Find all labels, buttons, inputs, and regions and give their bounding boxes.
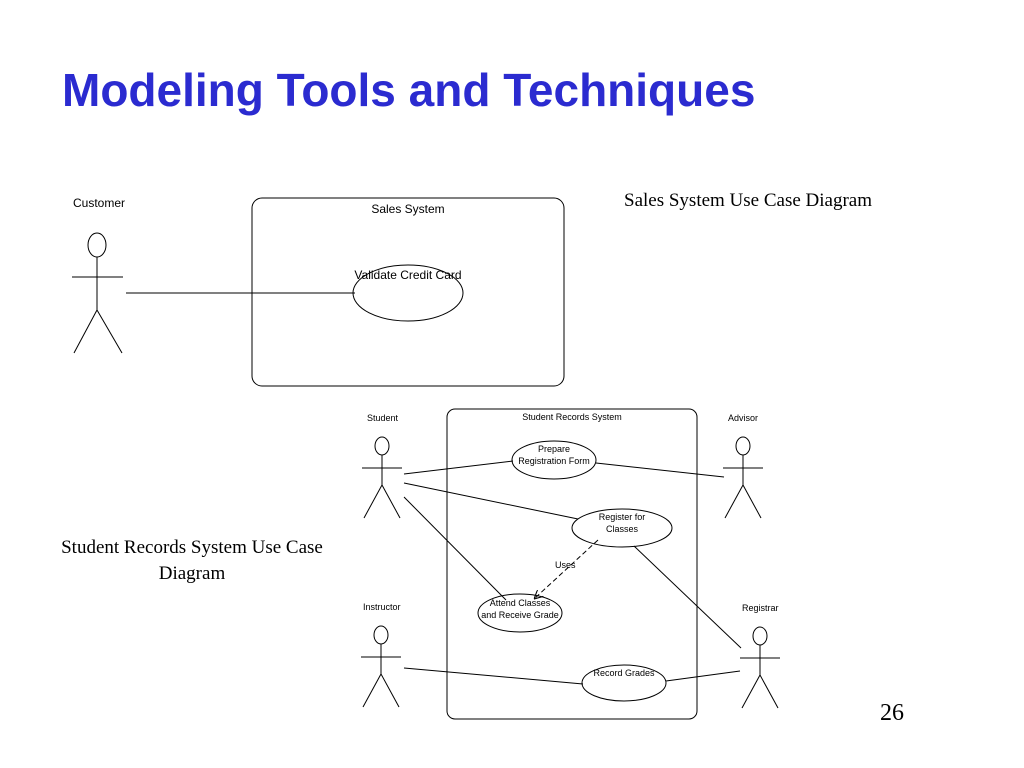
use-case-label-attend-line2: and Receive Grade: [481, 610, 559, 620]
actor-advisor: [723, 436, 763, 519]
association-student-prepare: [403, 460, 514, 475]
student-records-system-boundary: [446, 408, 698, 720]
sales-system-boundary: [251, 197, 565, 387]
use-case-prepare-registration-form: [511, 440, 597, 480]
student-diagram-caption: Student Records System Use Case Diagram: [61, 537, 323, 584]
association-registrar-register: [633, 545, 742, 649]
slide-title: Modeling Tools and Techniques: [62, 64, 756, 116]
student-records-use-case-diagram: Student Records System Student Advisor I…: [361, 408, 780, 720]
sales-use-case-diagram: Customer Sales System Validate Credit Ca…: [72, 196, 565, 387]
use-case-label-register-line2: Classes: [606, 524, 639, 534]
uses-dependency-arrow: [534, 539, 599, 599]
actor-registrar: [740, 626, 780, 709]
actor-label-customer: Customer: [73, 196, 125, 210]
actor-label-advisor: Advisor: [728, 413, 758, 423]
actor-label-registrar: Registrar: [742, 603, 779, 613]
use-case-label-prepare-line1: Prepare: [538, 444, 570, 454]
sales-diagram-caption: Sales System Use Case Diagram: [624, 190, 873, 211]
uses-label: Uses: [555, 560, 576, 570]
association-instructor-record: [403, 667, 584, 685]
actor-student: [362, 436, 402, 519]
use-case-attend-classes: [477, 593, 563, 633]
use-case-register-for-classes: [571, 508, 673, 548]
use-case-label-attend-line1: Attend Classes: [490, 598, 551, 608]
actor-label-instructor: Instructor: [363, 602, 401, 612]
use-case-label-register-line1: Register for: [599, 512, 646, 522]
use-case-label-record: Record Grades: [593, 668, 655, 678]
page-number: 26: [880, 700, 904, 726]
use-case-label-prepare-line2: Registration Form: [518, 456, 590, 466]
use-case-validate-credit-card: [352, 264, 464, 322]
use-case-label: Validate Credit Card: [354, 268, 461, 282]
association-student-attend: [403, 496, 507, 601]
student-records-system-label: Student Records System: [522, 412, 622, 422]
actor-customer: [72, 232, 123, 354]
association-student-register: [403, 482, 579, 520]
association-advisor-prepare: [595, 462, 725, 478]
association-registrar-record: [665, 670, 741, 682]
sales-system-label: Sales System: [371, 202, 444, 216]
use-case-record-grades: [581, 664, 667, 702]
actor-label-student: Student: [367, 413, 399, 423]
actor-instructor: [361, 625, 401, 708]
